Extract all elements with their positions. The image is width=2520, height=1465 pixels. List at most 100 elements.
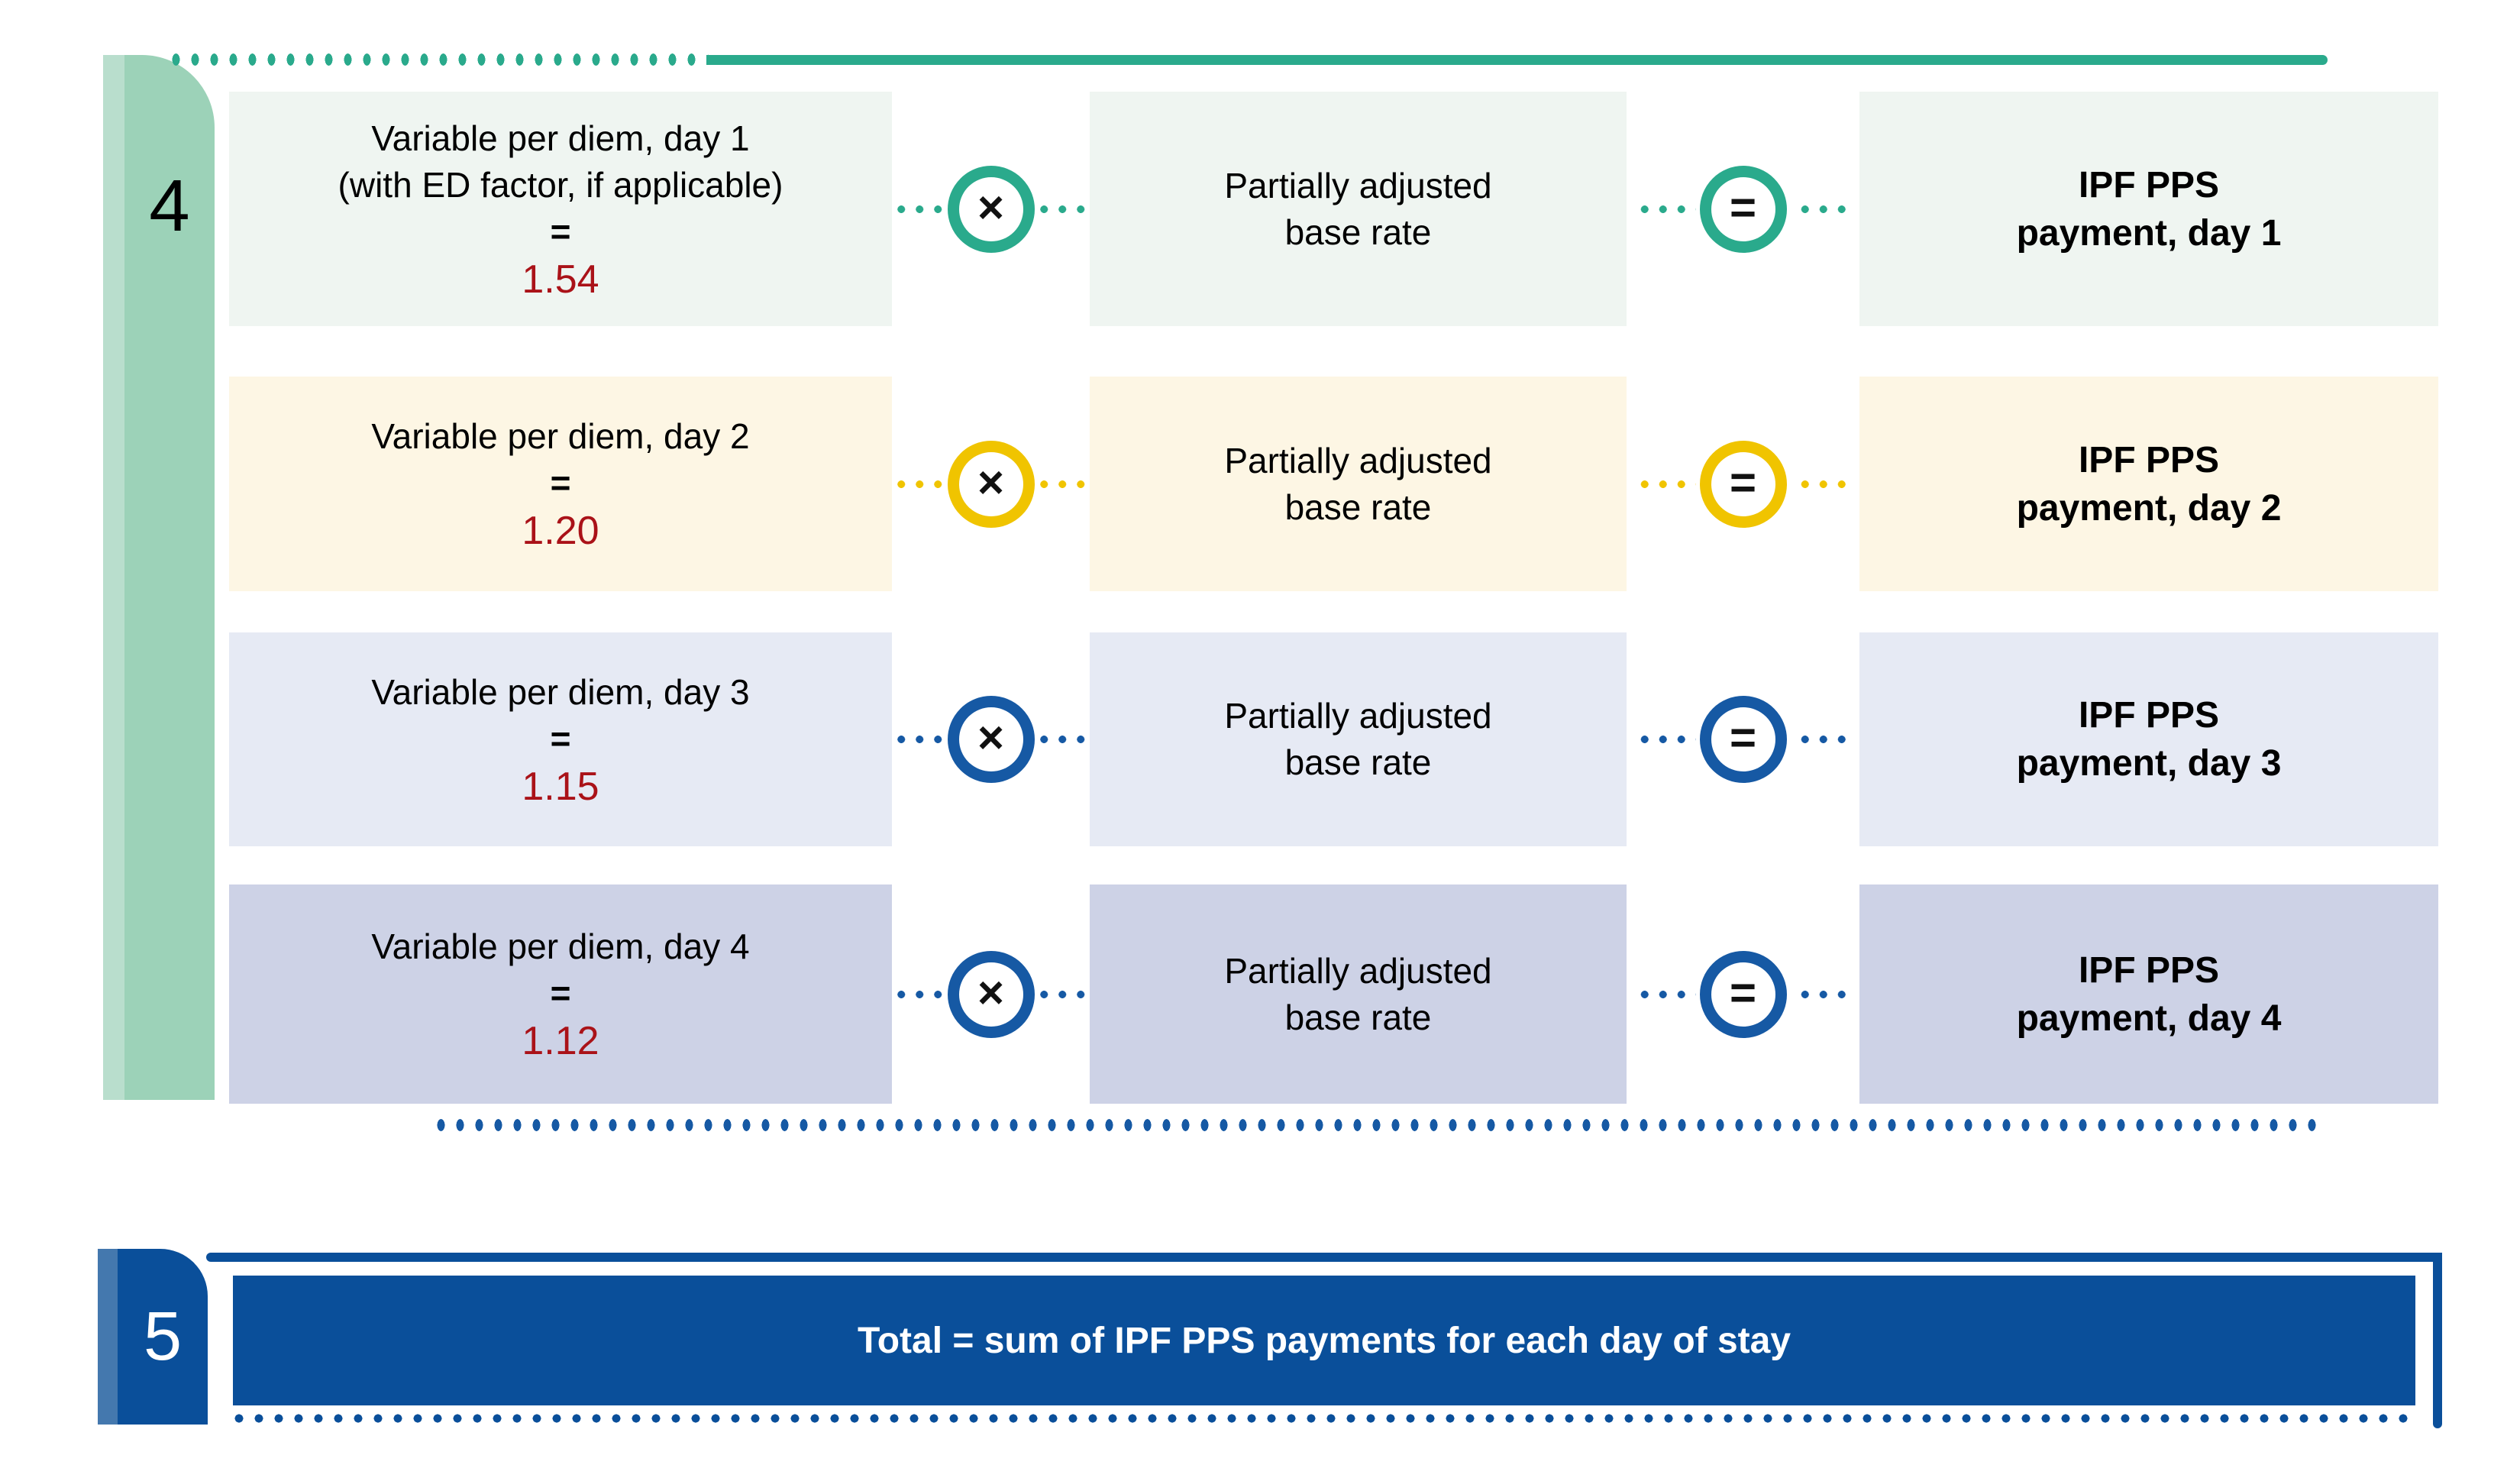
payment-label-2: payment, day 3 — [2016, 743, 2282, 784]
multiply-connector: × — [892, 377, 1090, 591]
dotted-segment — [896, 735, 944, 744]
base-rate-box: Partially adjusted base rate — [1090, 377, 1627, 591]
equals-symbol: = — [1729, 181, 1757, 233]
equals-connector: = — [1627, 92, 1859, 326]
base-rate-label: Partially adjusted — [1224, 696, 1492, 736]
variable-label: Variable per diem, day 3 — [371, 671, 750, 712]
calculation-row-day2: Variable per diem, day 2 = 1.20 × Partia… — [229, 377, 2438, 591]
step5-bottom-dotted-line — [229, 1413, 2413, 1424]
equals-sign-text: = — [550, 973, 571, 1013]
equals-icon: = — [1699, 440, 1787, 528]
equals-symbol: = — [1729, 966, 1757, 1018]
dotted-segment — [896, 204, 944, 214]
dotted-segment — [1790, 989, 1856, 999]
variable-label: Variable per diem, day 1 — [371, 118, 750, 158]
equals-symbol: = — [1729, 456, 1757, 508]
base-rate-box: Partially adjusted base rate — [1090, 632, 1627, 846]
step5-tab-body: 5 — [118, 1249, 208, 1425]
step4-bottom-dotted-line — [431, 1119, 2327, 1131]
step4-tab-edge — [103, 55, 124, 1100]
multiply-icon: × — [947, 950, 1035, 1038]
dotted-segment — [1790, 204, 1856, 214]
dotted-segment — [896, 989, 944, 999]
dotted-segment — [1630, 204, 1696, 214]
payment-result-box: IPF PPS payment, day 3 — [1859, 632, 2438, 846]
equals-icon: = — [1699, 696, 1787, 783]
variable-label: Variable per diem, day 4 — [371, 927, 750, 966]
payment-label-2: payment, day 2 — [2016, 487, 2282, 529]
dotted-segment — [1790, 735, 1856, 744]
per-diem-value: 1.54 — [522, 257, 599, 302]
dotted-segment — [1038, 204, 1086, 214]
equals-symbol: = — [1729, 712, 1757, 763]
dotted-segment — [1038, 735, 1086, 744]
multiply-icon: × — [947, 696, 1035, 783]
dotted-segment — [896, 479, 944, 489]
equals-sign-text: = — [550, 718, 571, 758]
base-rate-box: Partially adjusted base rate — [1090, 884, 1627, 1104]
payment-result-box: IPF PPS payment, day 4 — [1859, 884, 2438, 1104]
multiply-connector: × — [892, 632, 1090, 846]
multiply-symbol: × — [977, 456, 1005, 508]
step5-tab: 5 — [98, 1249, 208, 1425]
base-rate-label-2: base rate — [1284, 997, 1432, 1037]
equals-icon: = — [1699, 950, 1787, 1038]
payment-label: IPF PPS — [2078, 695, 2220, 736]
dotted-segment — [1630, 989, 1696, 999]
payment-label-2: payment, day 1 — [2016, 212, 2282, 254]
base-rate-label: Partially adjusted — [1224, 440, 1492, 480]
base-rate-label: Partially adjusted — [1224, 950, 1492, 991]
variable-per-diem-box: Variable per diem, day 2 = 1.20 — [229, 377, 892, 591]
dotted-segment — [1630, 735, 1696, 744]
step4-tab-body: 4 — [124, 55, 215, 1100]
base-rate-label: Partially adjusted — [1224, 165, 1492, 205]
per-diem-value: 1.20 — [522, 509, 599, 553]
step4-tab: 4 — [103, 55, 215, 1100]
payment-label: IPF PPS — [2078, 164, 2220, 205]
step5-frame-top-line — [206, 1253, 2442, 1262]
variable-label-2: (with ED factor, if applicable) — [338, 164, 783, 205]
payment-result-box: IPF PPS payment, day 2 — [1859, 377, 2438, 591]
dotted-segment — [1630, 479, 1696, 489]
variable-label: Variable per diem, day 2 — [371, 416, 750, 456]
equals-connector: = — [1627, 377, 1859, 591]
variable-per-diem-box: Variable per diem, day 4 = 1.12 — [229, 884, 892, 1104]
multiply-symbol: × — [977, 181, 1005, 233]
per-diem-value: 1.15 — [522, 764, 599, 809]
multiply-symbol: × — [977, 712, 1005, 763]
calculation-row-day4: Variable per diem, day 4 = 1.12 × Partia… — [229, 884, 2438, 1104]
base-rate-label-2: base rate — [1284, 487, 1432, 527]
total-label: Total = sum of IPF PPS payments for each… — [857, 1320, 1791, 1361]
payment-result-box: IPF PPS payment, day 1 — [1859, 92, 2438, 326]
base-rate-label-2: base rate — [1284, 742, 1432, 782]
variable-per-diem-box: Variable per diem, day 3 = 1.15 — [229, 632, 892, 846]
multiply-icon: × — [947, 440, 1035, 528]
step4-top-dotted-line — [166, 53, 709, 66]
total-bar: Total = sum of IPF PPS payments for each… — [233, 1276, 2415, 1405]
base-rate-box: Partially adjusted base rate — [1090, 92, 1627, 326]
variable-per-diem-box: Variable per diem, day 1 (with ED factor… — [229, 92, 892, 326]
step5-tab-edge — [98, 1249, 118, 1425]
payment-label-2: payment, day 4 — [2016, 998, 2282, 1039]
multiply-icon: × — [947, 165, 1035, 253]
payment-label: IPF PPS — [2078, 439, 2220, 480]
step4-top-solid-line — [706, 55, 2328, 65]
per-diem-value: 1.12 — [522, 1019, 599, 1063]
dotted-segment — [1038, 989, 1086, 999]
multiply-symbol: × — [977, 966, 1005, 1018]
step5-number: 5 — [143, 1298, 183, 1375]
multiply-connector: × — [892, 92, 1090, 326]
equals-connector: = — [1627, 884, 1859, 1104]
dotted-segment — [1790, 479, 1856, 489]
base-rate-label-2: base rate — [1284, 212, 1432, 252]
calculation-row-day1: Variable per diem, day 1 (with ED factor… — [229, 92, 2438, 326]
equals-connector: = — [1627, 632, 1859, 846]
equals-sign-text: = — [550, 463, 571, 503]
equals-icon: = — [1699, 165, 1787, 253]
dotted-segment — [1038, 479, 1086, 489]
step4-number: 4 — [149, 165, 190, 247]
multiply-connector: × — [892, 884, 1090, 1104]
step5-frame-right-line — [2433, 1253, 2442, 1428]
payment-label: IPF PPS — [2078, 949, 2220, 991]
